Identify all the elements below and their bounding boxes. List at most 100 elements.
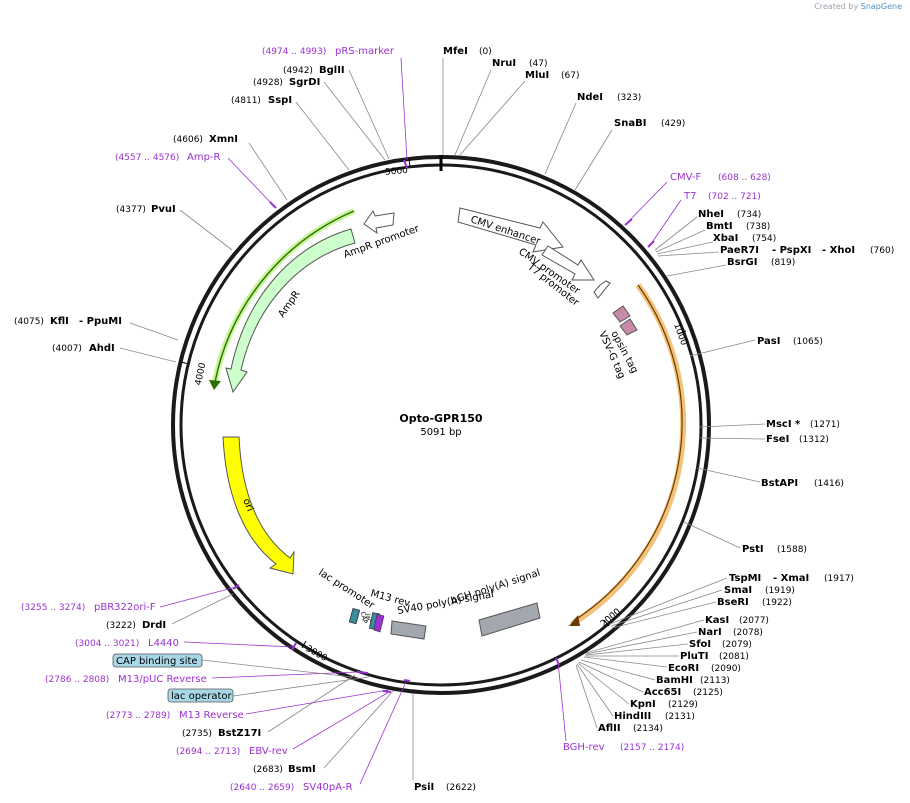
site-mlui-name: MluI	[525, 70, 549, 81]
leader-line-acc65i	[578, 661, 644, 693]
leader-line-arui	[454, 69, 492, 156]
primer-leader-lines	[159, 57, 682, 785]
leader-line-pbr322ori-f	[159, 586, 237, 608]
feature-label-lac-promoter: lac promoter	[316, 567, 376, 612]
site-psti-name: PstI	[742, 544, 764, 555]
site-ecori-name: EcoRI	[668, 663, 699, 674]
boxed-leader-lines	[201, 659, 370, 697]
site-bstapi-name: BstAPI	[761, 478, 798, 489]
site-nhei-name: NheI	[698, 209, 724, 220]
leader-line-bamhi	[580, 659, 656, 681]
site-bamhi-name: BamHI	[656, 675, 693, 686]
leader-line-bstapi	[696, 467, 761, 483]
leader-line-drdi	[171, 593, 234, 625]
site-bsmi-name: BsmI	[288, 764, 316, 775]
site-bglii-pos: (4942)	[283, 66, 313, 76]
leader-line-ecori	[583, 656, 668, 668]
leader-line-mlui	[459, 80, 526, 156]
site-mlui-pos: (67)	[561, 71, 579, 81]
site-arui-name: NruI	[492, 58, 516, 69]
site-ndei-name: NdeI	[577, 92, 603, 103]
site-bsrgi-name: BsrGI	[727, 257, 757, 268]
leader-line-sv40pa-r	[359, 681, 407, 785]
site-sgrdi-name: SgrDI	[289, 77, 320, 88]
bgh-polya-feature	[478, 602, 541, 637]
site-labels: MfeI (0) NruI (47) MluI (67) NdeI (323) …	[14, 46, 894, 793]
primer-t7-name: T7	[683, 191, 696, 202]
site-tspmi-name: TspMI	[729, 573, 761, 584]
leader-line-lac-operator	[232, 676, 370, 697]
feature-label-sv40-polya: SV40 poly(A) signal	[397, 589, 495, 617]
boxed-labels: CAP binding site lac operator	[112, 653, 234, 703]
site-sspi-pos: (4811)	[231, 96, 261, 106]
leader-line-aflii	[575, 664, 598, 729]
site-sgrdi-pos: (4928)	[253, 78, 283, 88]
site-nhei-pos: (734)	[737, 210, 761, 220]
leader-line-prs-marker	[400, 57, 408, 161]
leader-line-ahdi	[119, 347, 177, 363]
leader-line-msci	[699, 423, 766, 428]
site-smai-pos: (1919)	[765, 586, 795, 596]
site-pvui-name: PvuI	[151, 204, 176, 215]
site-kpni-pos: (2129)	[668, 700, 698, 710]
plasmid-size: 5091 bp	[420, 427, 461, 438]
site-ecori-pos: (2090)	[711, 664, 741, 674]
ampr-promoter-arrow	[363, 209, 395, 235]
site-xbai-name: XbaI	[713, 233, 738, 244]
site-hindiii-pos: (2131)	[665, 712, 695, 722]
site-acc65i-pos: (2125)	[693, 688, 723, 698]
site-bseri-name: BseRI	[717, 597, 749, 608]
site-xmni-name: XmnI	[209, 134, 238, 145]
insert-arrowhead	[569, 615, 580, 626]
site-ppumi-name: - PpuMI	[79, 316, 122, 327]
cap-binding-site-box	[112, 653, 203, 668]
site-xhoi-name: - XhoI	[822, 245, 855, 256]
site-mfei-name: MfeI	[443, 46, 468, 57]
site-fsei-pos: (1312)	[799, 435, 829, 445]
leader-line-smai	[610, 589, 723, 627]
primer-bgh-rev-name: BGH-rev	[563, 742, 605, 753]
site-snabi-pos: (429)	[661, 119, 685, 129]
leader-line-bglii	[348, 69, 390, 160]
plasmid-name: Opto-GPR150	[399, 412, 482, 425]
primer-ebv-rev-name: EBV-rev	[249, 746, 288, 757]
cap-binding-site-label: CAP binding site	[116, 656, 198, 667]
leader-line-sspi	[295, 101, 350, 171]
lac-small-label-lac: lac	[364, 613, 372, 623]
cap-site-feature	[348, 607, 361, 625]
primer-mark-ebv-rev	[382, 690, 392, 693]
primer-mark-sv40pa-r	[403, 679, 411, 682]
ori-feature	[222, 436, 295, 575]
site-kasi-name: KasI	[705, 615, 729, 626]
leader-line-t7	[650, 199, 682, 245]
site-leader-lines	[119, 58, 766, 780]
ring-tick-label-4000: 4000	[194, 362, 209, 387]
leader-line-ndei	[544, 102, 577, 175]
site-bmti-name: BmtI	[706, 221, 733, 232]
primer-ebv-rev-range: (2694 .. 2713)	[176, 747, 240, 757]
site-pasi-name: PasI	[757, 336, 780, 347]
site-paer7i-name: PaeR7I	[720, 245, 759, 256]
ampr-orf-line	[214, 210, 355, 383]
site-sfoi-name: SfoI	[689, 639, 711, 650]
site-hindiii-name: HindIII	[614, 711, 651, 722]
lac-operator-box	[167, 688, 234, 703]
leader-line-bmti	[655, 229, 706, 253]
site-pluti-pos: (2081)	[719, 652, 749, 662]
site-bmti-pos: (738)	[746, 222, 770, 232]
leader-line-xbai	[656, 241, 714, 255]
site-pvui-pos: (4377)	[116, 205, 146, 215]
site-nari-pos: (2078)	[733, 628, 763, 638]
leader-line-kpni	[577, 662, 630, 705]
site-psti-pos: (1588)	[777, 545, 807, 555]
primer-m13-puc-reverse-name: M13/pUC Reverse	[118, 674, 207, 685]
primer-amp-r-range: (4557 .. 4576)	[115, 153, 179, 163]
site-bseri-pos: (1922)	[762, 598, 792, 608]
site-msci-pos: (1271)	[810, 420, 840, 430]
site-pluti-name: PluTI	[680, 651, 708, 662]
site-sfoi-pos: (2079)	[722, 640, 752, 650]
ring-tick-2000	[603, 619, 610, 627]
leader-line-pvui	[179, 209, 233, 251]
leader-line-pasi	[689, 339, 756, 357]
